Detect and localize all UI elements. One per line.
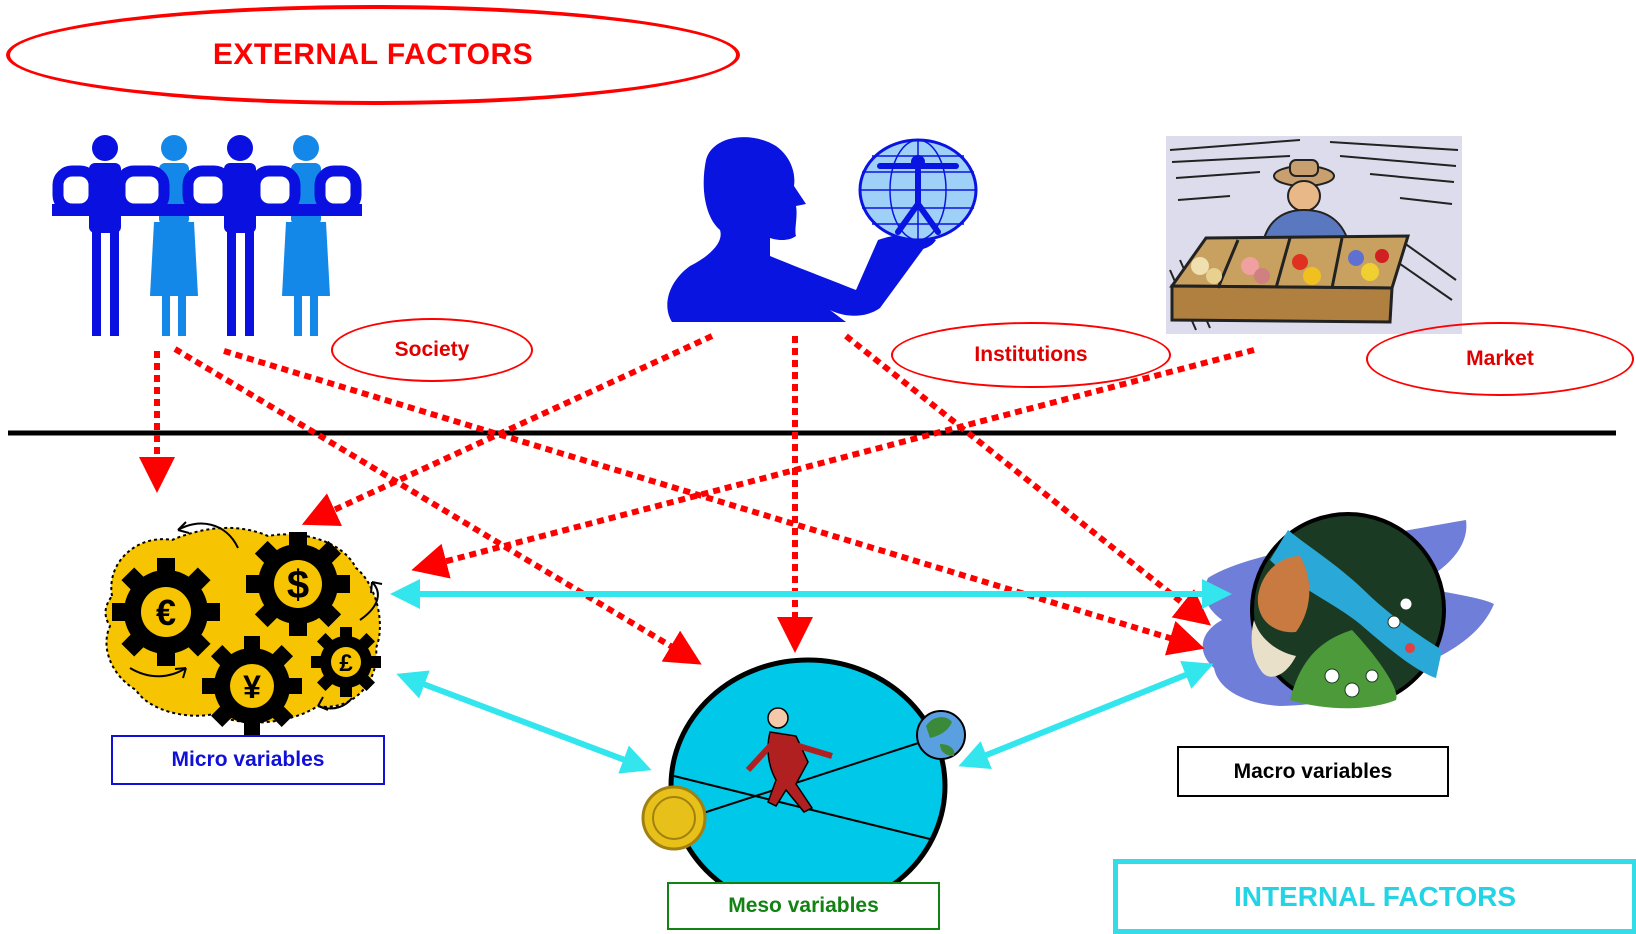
coin-icon (641, 785, 707, 851)
person-figure (282, 135, 330, 336)
meso-variables-label: Meso variables (667, 882, 940, 930)
gear-euro: € (112, 558, 220, 666)
gear-dollar: $ (246, 532, 350, 636)
balance-pole (693, 735, 941, 817)
market-label: Market (1366, 322, 1634, 396)
hand-holding (856, 234, 936, 294)
currency-symbol: ¥ (243, 669, 261, 705)
currency-symbol: $ (287, 563, 309, 607)
institution-person-globe-icon (667, 137, 978, 322)
arm-band (52, 204, 362, 216)
person-figure (224, 135, 256, 336)
society-people-icon (52, 135, 362, 336)
gear-pound: £ (311, 627, 381, 697)
economy-globe-icon (1202, 512, 1494, 709)
gear-yen: ¥ (202, 636, 302, 736)
person-figure (150, 135, 198, 336)
macro-variables-label: Macro variables (1177, 746, 1449, 797)
society-label: Society (331, 318, 533, 382)
arrow-micro-meso (396, 670, 652, 774)
market-vendor-icon (1166, 136, 1462, 334)
farm-fields (1290, 630, 1397, 709)
small-globe-icon (916, 710, 966, 760)
vitruvian-figure (877, 155, 959, 235)
institutions-label: Institutions (891, 322, 1171, 388)
building-sector (1257, 556, 1310, 633)
rotation-arrows (129, 521, 383, 711)
interaction-arrows (390, 579, 1232, 774)
sky-sector (1251, 620, 1296, 677)
produce-tray (1169, 234, 1411, 324)
river-band (1270, 530, 1442, 678)
currency-gears-icon: € $ ¥ (104, 521, 383, 736)
external-factors-label: EXTERNAL FACTORS (6, 5, 740, 105)
walker-figure (745, 707, 833, 813)
arrow-institution-macro (844, 333, 1212, 626)
arrow-meso-macro (958, 661, 1214, 769)
tightrope-balance-icon (641, 657, 966, 915)
currency-symbol: € (156, 592, 176, 633)
currency-symbol: £ (339, 650, 353, 677)
micro-variables-label: Micro variables (111, 735, 385, 785)
internal-factors-label: INTERNAL FACTORS (1113, 859, 1636, 934)
arrow-institution-micro (301, 333, 714, 527)
globe-icon (858, 138, 978, 242)
person-figure (89, 135, 121, 336)
head-silhouette (667, 137, 924, 322)
